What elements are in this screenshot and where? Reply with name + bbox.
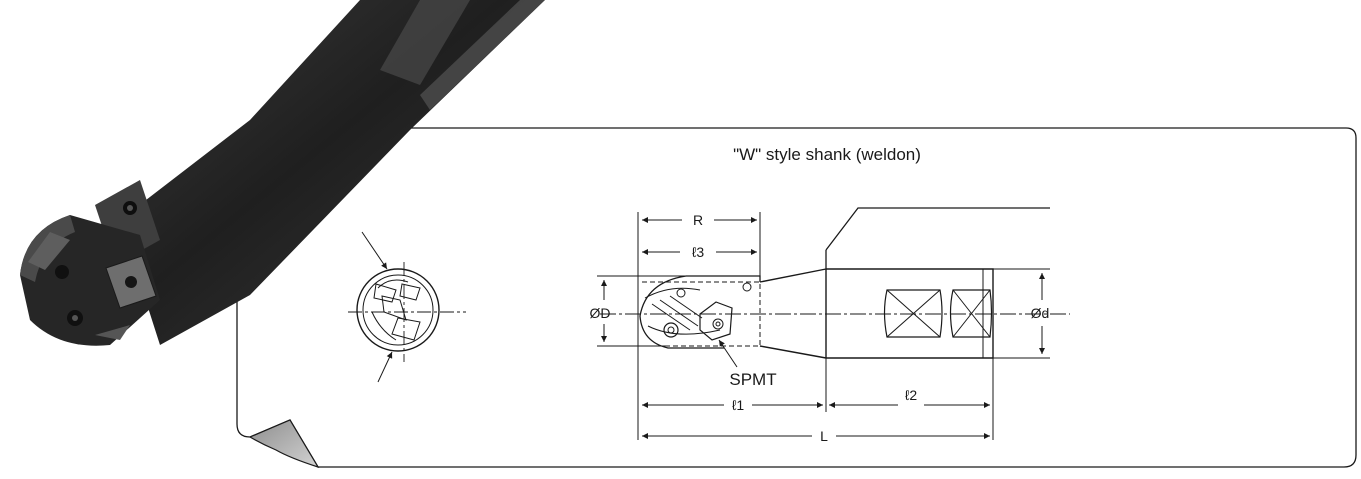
page-card [236, 127, 1357, 469]
ball-nose-end-mill-photo [20, 0, 545, 346]
spmt-callout: SPMT [718, 339, 777, 389]
insert-spmt [699, 301, 733, 341]
extension-lines [825, 358, 994, 440]
spmt-label: SPMT [729, 370, 776, 389]
dimension-d [993, 268, 1050, 359]
dimension-R-label: R [693, 212, 703, 228]
dimension-R [637, 212, 761, 440]
diagram-title: "W" style shank (weldon) [733, 145, 921, 164]
dimension-d-label: Ød [1031, 305, 1050, 321]
dimension-l1-label: ℓ1 [732, 397, 745, 413]
dimension-l2-label: ℓ2 [905, 387, 918, 403]
dimension-L-label: L [820, 428, 828, 444]
dimension-l3-label: ℓ3 [692, 244, 705, 260]
dimension-D-label: ØD [590, 305, 611, 321]
end-view [348, 231, 466, 383]
page-curl-icon [248, 419, 320, 469]
side-view [600, 207, 1070, 359]
dimension-D [597, 275, 686, 347]
